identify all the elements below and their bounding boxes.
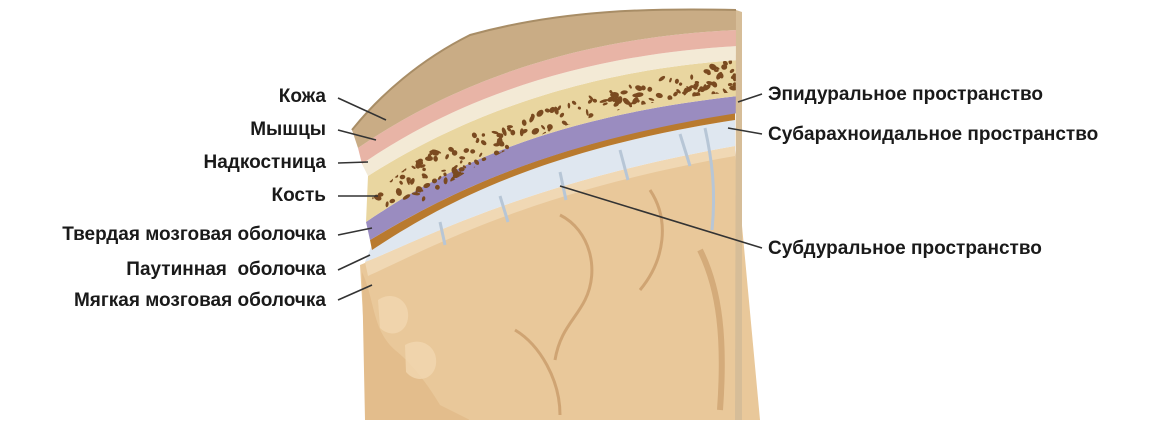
label-skin: Кожа xyxy=(279,86,326,108)
bone-pore xyxy=(610,92,619,97)
label-subdural: Субдуральное пространство xyxy=(768,238,1042,260)
label-bone: Кость xyxy=(271,185,326,207)
right-cut-face xyxy=(735,10,742,420)
label-dura: Твердая мозговая оболочка xyxy=(62,224,326,246)
label-subarachnoid: Субарахноидальное пространство xyxy=(768,124,1098,146)
label-periosteum: Надкостница xyxy=(204,152,326,174)
label-pia: Мягкая мозговая оболочка xyxy=(74,290,326,312)
label-arachnoid: Паутинная оболочка xyxy=(126,259,326,281)
label-muscles: Мышцы xyxy=(250,119,326,141)
label-epidural: Эпидуральное пространство xyxy=(768,84,1043,106)
